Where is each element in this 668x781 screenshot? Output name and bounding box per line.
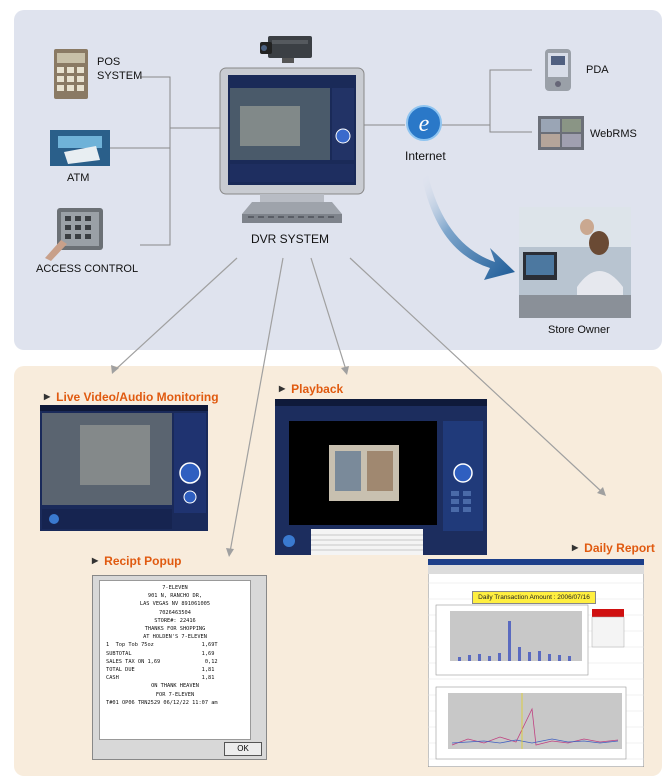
receipt-line: THANKS FOR SHOPPING: [144, 626, 206, 633]
section-title-playback: ▶ Playback: [279, 382, 343, 396]
atm-image: [50, 130, 110, 166]
section-title-report: ▶ Daily Report: [572, 541, 655, 555]
svg-text:e: e: [419, 111, 430, 137]
bullet-icon: ▶: [279, 384, 286, 393]
pda-image: [543, 47, 573, 93]
receipt-line: T#01 OP06 TRN2529 06/12/22 11:07 am: [106, 699, 218, 706]
receipt-paper: 7-ELEVEN 901 N, RANCHO DR,LAS VEGAS NV 89…: [99, 580, 251, 740]
receipt-lines: 7-ELEVEN 901 N, RANCHO DR,LAS VEGAS NV 89…: [100, 581, 250, 707]
bullet-icon: ▶: [572, 543, 579, 552]
receipt-line: AT HOLDEN'S 7-ELEVEN: [143, 634, 207, 641]
receipt-line: SUBTOTAL 1,69: [106, 650, 215, 657]
receipt-line: 1 Top Tob 75oz 1,69T: [106, 642, 218, 649]
report-title: Daily Transaction Amount : 2006/07/16: [472, 591, 596, 604]
store-owner-label: Store Owner: [548, 324, 610, 336]
dvr-monitor: [218, 66, 366, 226]
receipt-popup: 7-ELEVEN 901 N, RANCHO DR,LAS VEGAS NV 89…: [92, 575, 267, 760]
report-title-text: Daily Report: [584, 541, 655, 555]
section-title-live: ▶ Live Video/Audio Monitoring: [44, 390, 219, 404]
ok-button[interactable]: OK: [224, 742, 262, 756]
store-owner-image: [519, 207, 631, 318]
atm-label: ATM: [67, 172, 90, 184]
pos-device-image: [52, 47, 90, 101]
live-title-text: Live Video/Audio Monitoring: [56, 390, 219, 404]
receipt-line: CASH 1,81: [106, 675, 215, 682]
pda-label: PDA: [586, 64, 609, 76]
webrms-label: WebRMS: [590, 128, 637, 140]
bullet-icon: ▶: [92, 556, 99, 565]
pos-label-line1: POS: [97, 56, 121, 68]
receipt-line: 7-ELEVEN: [162, 585, 188, 591]
access-control-label: ACCESS CONTROL: [36, 263, 139, 275]
receipt-line: FOR 7-ELEVEN: [155, 691, 195, 698]
live-monitoring-screenshot: [40, 405, 208, 531]
receipt-line: 901 N, RANCHO DR,: [147, 593, 203, 600]
internet-icon: e: [405, 104, 443, 142]
receipt-line: ON THANK HEAVEN: [151, 683, 199, 690]
receipt-line: 7026463504: [159, 609, 191, 616]
internet-label: Internet: [405, 149, 446, 163]
camera-icon: [258, 34, 320, 64]
webrms-image: [537, 115, 585, 151]
receipt-line: SALES TAX ON 1,69 0,12: [106, 658, 218, 665]
daily-report-screenshot: Daily Transaction Amount : 2006/07/16: [427, 558, 645, 768]
access-control-image: [43, 206, 105, 261]
receipt-line: TOTAL DUE 1,81: [106, 667, 215, 674]
bullet-icon: ▶: [44, 392, 51, 401]
receipt-line: STORE#: 22416: [154, 617, 196, 624]
playback-title-text: Playback: [291, 382, 344, 396]
section-title-receipt: ▶ Recipt Popup: [92, 554, 182, 568]
receipt-line: LAS VEGAS NV 891061005: [139, 601, 211, 608]
playback-screenshot: [275, 399, 487, 555]
pos-label-line2: SYSTEM: [97, 70, 143, 82]
receipt-title-text: Recipt Popup: [104, 554, 182, 568]
dvr-system-label: DVR SYSTEM: [250, 232, 329, 246]
